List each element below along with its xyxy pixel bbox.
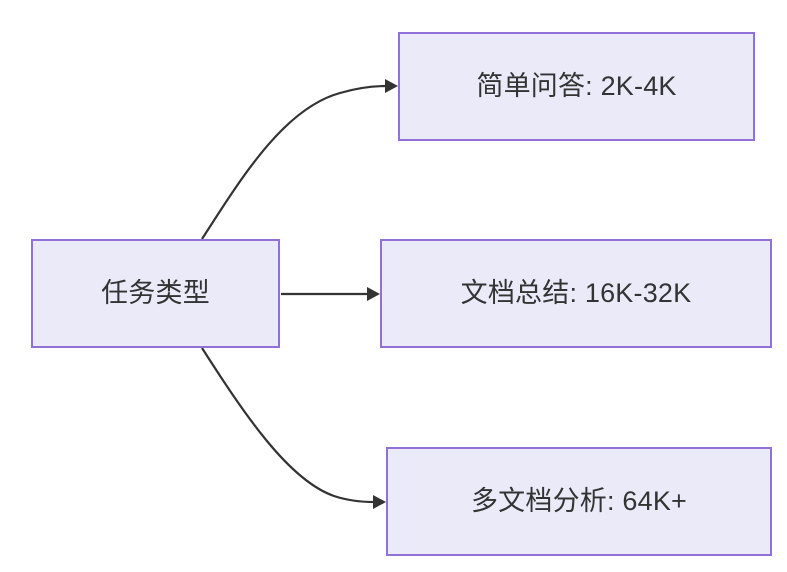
edge-root-to-doc-summary: [281, 287, 380, 301]
node-simple-qa-label: 简单问答: 2K-4K: [476, 70, 677, 101]
node-multi-doc-label: 多文档分析: 64K+: [470, 485, 687, 516]
edge-root-to-simple-qa-path: [201, 84, 387, 240]
node-task-type-label: 任务类型: [101, 277, 210, 308]
edge-root-to-multi-doc-path: [201, 347, 375, 504]
edge-root-to-simple-qa-arrowhead: [385, 79, 398, 93]
node-task-type[interactable]: 任务类型: [31, 239, 280, 348]
node-doc-summary-label: 文档总结: 16K-32K: [460, 277, 692, 308]
edge-root-to-multi-doc-arrowhead: [373, 495, 386, 509]
node-multi-doc[interactable]: 多文档分析: 64K+: [386, 447, 772, 556]
edge-root-to-simple-qa: [201, 79, 398, 240]
edge-root-to-doc-summary-arrowhead: [367, 287, 380, 301]
edge-root-to-multi-doc: [201, 347, 386, 509]
node-simple-qa[interactable]: 简单问答: 2K-4K: [398, 32, 755, 141]
node-doc-summary[interactable]: 文档总结: 16K-32K: [380, 239, 772, 348]
